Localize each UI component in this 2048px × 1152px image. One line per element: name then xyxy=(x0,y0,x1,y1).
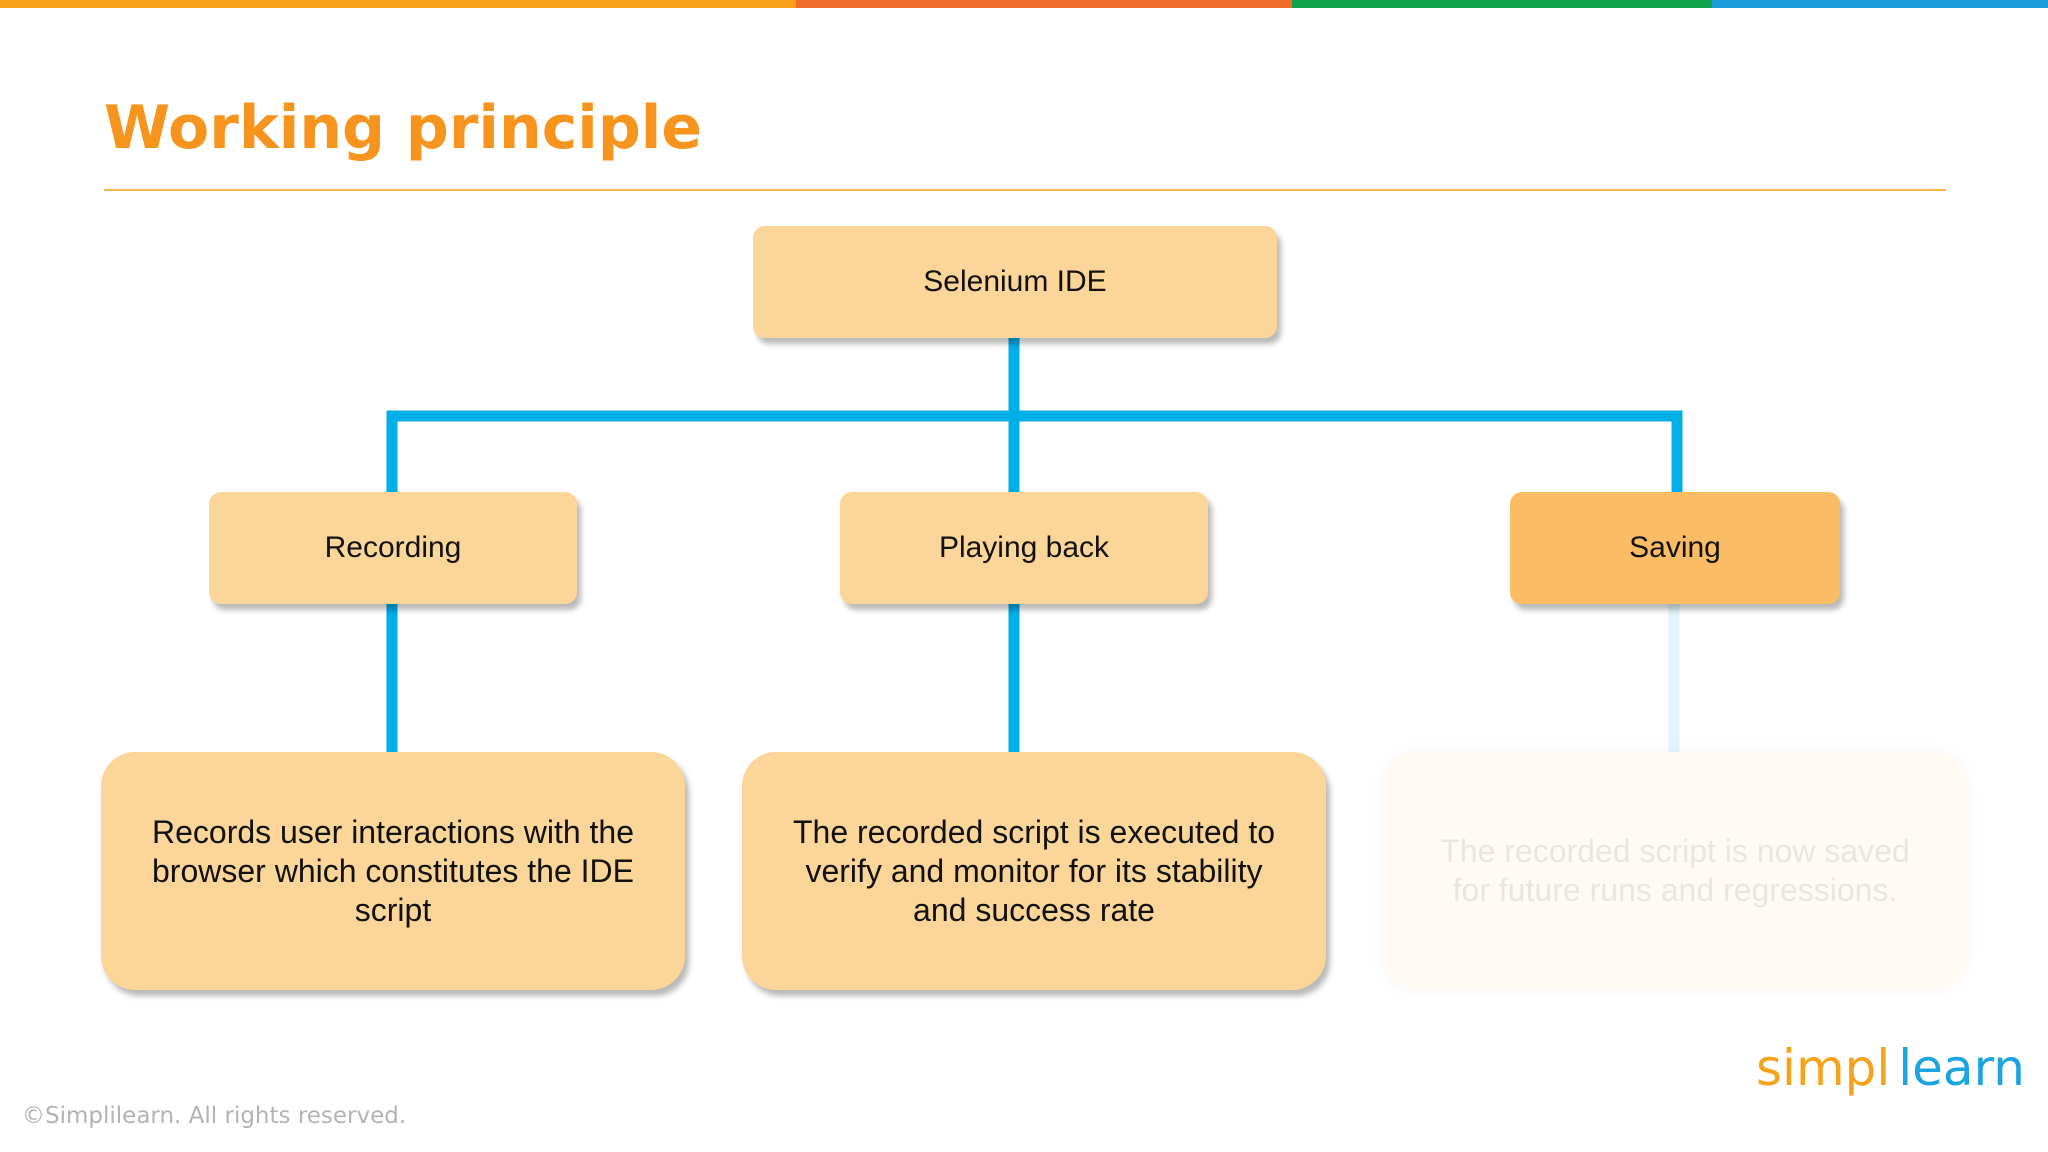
selenium-ide-box: Selenium IDE xyxy=(753,226,1277,338)
recording-description: Records user interactions with the brows… xyxy=(152,813,634,928)
top-bar-segment-blue xyxy=(1712,0,2048,8)
playing-back-box: Playing back xyxy=(840,492,1208,604)
logo-part-simpl: simpl xyxy=(1756,1039,1891,1097)
selenium-ide-label: Selenium IDE xyxy=(923,265,1107,298)
top-color-bar xyxy=(0,0,2048,8)
recording-label: Recording xyxy=(324,531,462,564)
logo-part-learn: learn xyxy=(1898,1039,2025,1097)
copyright-text: ©Simplilearn. All rights reserved. xyxy=(22,1103,407,1129)
saving-description-box: The recorded script is now saved for fut… xyxy=(1383,752,1967,990)
top-bar-segment-green xyxy=(1292,0,1712,8)
top-bar-segment-red xyxy=(796,0,1292,8)
title-divider xyxy=(104,189,1946,191)
saving-box: Saving xyxy=(1510,492,1840,604)
saving-label: Saving xyxy=(1629,531,1721,564)
recording-box: Recording xyxy=(209,492,577,604)
recording-description-box: Records user interactions with the brows… xyxy=(101,752,685,990)
simplilearn-logo: simpl learn xyxy=(1756,1038,2025,1108)
slide-title: Working principle xyxy=(104,93,703,163)
playing-back-description: The recorded script is executed to verif… xyxy=(792,813,1275,928)
playing-back-description-box: The recorded script is executed to verif… xyxy=(742,752,1326,990)
playing-back-label: Playing back xyxy=(938,531,1110,564)
top-bar-segment-orange xyxy=(0,0,796,8)
saving-description: The recorded script is now saved for fut… xyxy=(1440,833,1910,908)
horizontal-bus-line xyxy=(386,410,1683,500)
